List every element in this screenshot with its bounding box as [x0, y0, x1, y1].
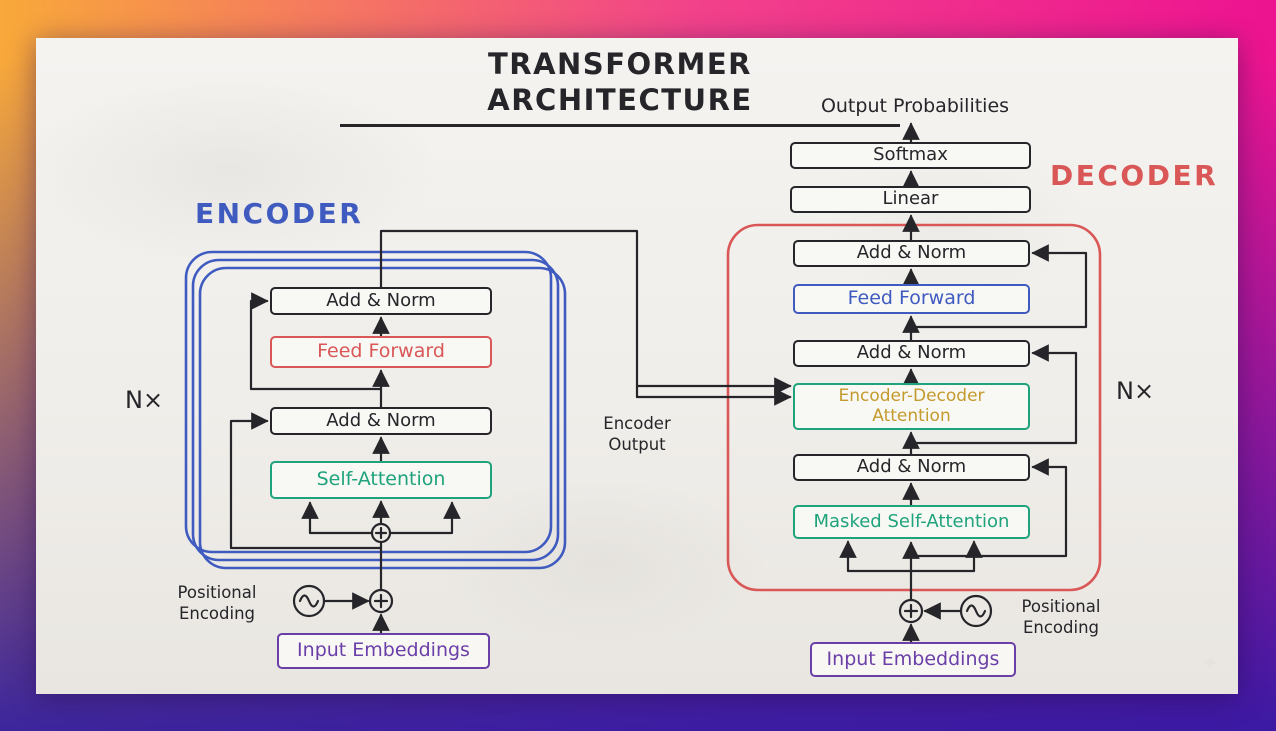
encoder-output-label: Encoder Output [603, 414, 671, 454]
decoder-add-norm-bottom-box: Add & Norm [793, 454, 1030, 481]
decoder-input-embeddings-box: Input Embeddings [810, 642, 1016, 677]
decoder-feed-forward-box: Feed Forward [793, 284, 1030, 314]
positional-encoding-label-left: Positional Encoding [177, 583, 257, 623]
sum-plus-icon-right [898, 598, 924, 624]
sum-plus-icon-left [368, 588, 394, 614]
positional-encoding-icon-left [292, 584, 326, 618]
softmax-box: Softmax [790, 142, 1031, 169]
linear-box: Linear [790, 186, 1031, 213]
positional-encoding-label-right: Positional Encoding [1021, 597, 1101, 637]
encoder-decoder-attention-box: Encoder-Decoder Attention [793, 383, 1030, 430]
masked-self-attention-box: Masked Self-Attention [793, 505, 1030, 539]
encoder-self-attention-box: Self-Attention [270, 461, 492, 499]
encoder-arrow-lines [229, 229, 792, 635]
encoder-section-label: ENCODER [195, 197, 364, 230]
branch-plus-icon-encoder [370, 522, 392, 544]
sparkle-icon: ✦ [1202, 651, 1219, 675]
encoder-feed-forward-box: Feed Forward [270, 336, 492, 368]
output-probabilities-label: Output Probabilities [820, 95, 1010, 117]
diagram-title: TRANSFORMER ARCHITECTURE [340, 46, 900, 127]
positional-encoding-icon-right [959, 594, 993, 628]
decoder-repeat-label: N× [1116, 377, 1155, 405]
diagram-title-text: TRANSFORMER ARCHITECTURE [340, 46, 900, 127]
encoder-add-norm-mid-box: Add & Norm [270, 407, 492, 435]
encoder-input-embeddings-box: Input Embeddings [277, 633, 490, 669]
encoder-stack-outline [184, 250, 567, 570]
decoder-add-norm-top-box: Add & Norm [793, 240, 1030, 267]
decoder-add-norm-mid-box: Add & Norm [793, 340, 1030, 367]
encoder-repeat-label: N× [125, 386, 164, 414]
sine-wave-icon [965, 604, 987, 618]
decoder-arrow-lines [839, 122, 1088, 644]
encoder-add-norm-top-box: Add & Norm [270, 287, 492, 315]
sine-wave-icon [298, 594, 320, 608]
decoder-section-label: DECODER [1050, 159, 1219, 192]
